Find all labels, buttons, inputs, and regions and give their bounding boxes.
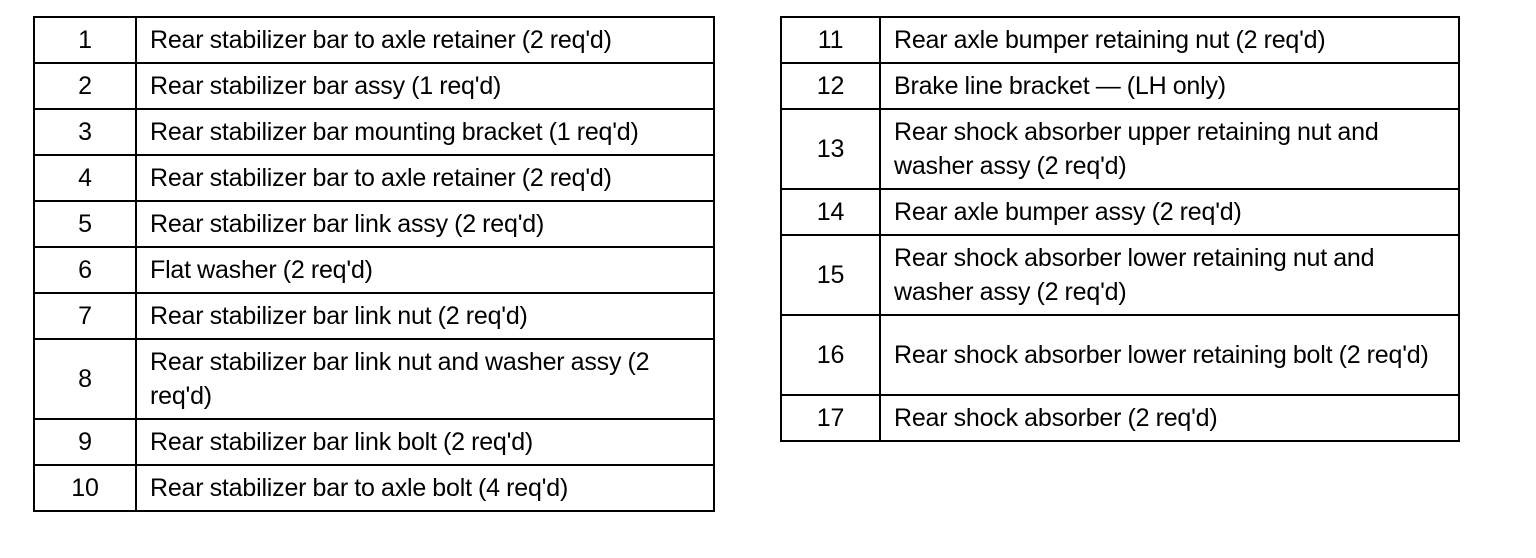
table-row: 2 Rear stabilizer bar assy (1 req'd) [33, 62, 715, 110]
part-description: Rear shock absorber lower retaining nut … [879, 234, 1460, 316]
parts-list-left-table: 1 Rear stabilizer bar to axle retainer (… [33, 16, 715, 512]
part-index: 17 [780, 394, 881, 442]
part-description: Rear stabilizer bar link assy (2 req'd) [135, 200, 715, 248]
table-row: 8 Rear stabilizer bar link nut and washe… [33, 338, 715, 420]
part-index: 14 [780, 188, 881, 236]
part-description: Rear stabilizer bar to axle bolt (4 req'… [135, 464, 715, 512]
part-index: 15 [780, 234, 881, 316]
table-row: 4 Rear stabilizer bar to axle retainer (… [33, 154, 715, 202]
parts-list-right-table: 11 Rear axle bumper retaining nut (2 req… [780, 16, 1460, 442]
table-row: 7 Rear stabilizer bar link nut (2 req'd) [33, 292, 715, 340]
table-row: 14 Rear axle bumper assy (2 req'd) [780, 188, 1460, 236]
table-row: 12 Brake line bracket — (LH only) [780, 62, 1460, 110]
part-description: Rear stabilizer bar mounting bracket (1 … [135, 108, 715, 156]
part-index: 4 [33, 154, 137, 202]
part-description: Rear shock absorber lower retaining bolt… [879, 314, 1460, 396]
part-description: Rear axle bumper retaining nut (2 req'd) [879, 16, 1460, 64]
part-index: 16 [780, 314, 881, 396]
part-index: 7 [33, 292, 137, 340]
part-description: Rear stabilizer bar assy (1 req'd) [135, 62, 715, 110]
part-description: Flat washer (2 req'd) [135, 246, 715, 294]
table-row: 9 Rear stabilizer bar link bolt (2 req'd… [33, 418, 715, 466]
table-row: 16 Rear shock absorber lower retaining b… [780, 314, 1460, 396]
part-index: 12 [780, 62, 881, 110]
part-index: 8 [33, 338, 137, 420]
part-description: Rear stabilizer bar to axle retainer (2 … [135, 16, 715, 64]
part-index: 6 [33, 246, 137, 294]
table-row: 11 Rear axle bumper retaining nut (2 req… [780, 16, 1460, 64]
table-row: 1 Rear stabilizer bar to axle retainer (… [33, 16, 715, 64]
part-description: Rear stabilizer bar to axle retainer (2 … [135, 154, 715, 202]
part-description: Rear shock absorber upper retaining nut … [879, 108, 1460, 190]
table-row: 17 Rear shock absorber (2 req'd) [780, 394, 1460, 442]
part-index: 1 [33, 16, 137, 64]
parts-list-left-body: 1 Rear stabilizer bar to axle retainer (… [33, 16, 715, 512]
table-row: 6 Flat washer (2 req'd) [33, 246, 715, 294]
table-row: 13 Rear shock absorber upper retaining n… [780, 108, 1460, 190]
part-description: Rear stabilizer bar link bolt (2 req'd) [135, 418, 715, 466]
part-index: 3 [33, 108, 137, 156]
part-description: Rear stabilizer bar link nut (2 req'd) [135, 292, 715, 340]
part-description: Rear axle bumper assy (2 req'd) [879, 188, 1460, 236]
part-description: Brake line bracket — (LH only) [879, 62, 1460, 110]
part-index: 13 [780, 108, 881, 190]
table-row: 15 Rear shock absorber lower retaining n… [780, 234, 1460, 316]
parts-list-right-body: 11 Rear axle bumper retaining nut (2 req… [780, 16, 1460, 442]
part-index: 11 [780, 16, 881, 64]
part-index: 9 [33, 418, 137, 466]
table-row: 5 Rear stabilizer bar link assy (2 req'd… [33, 200, 715, 248]
part-index: 10 [33, 464, 137, 512]
table-row: 3 Rear stabilizer bar mounting bracket (… [33, 108, 715, 156]
part-description: Rear stabilizer bar link nut and washer … [135, 338, 715, 420]
part-index: 2 [33, 62, 137, 110]
part-description: Rear shock absorber (2 req'd) [879, 394, 1460, 442]
table-row: 10 Rear stabilizer bar to axle bolt (4 r… [33, 464, 715, 512]
part-index: 5 [33, 200, 137, 248]
